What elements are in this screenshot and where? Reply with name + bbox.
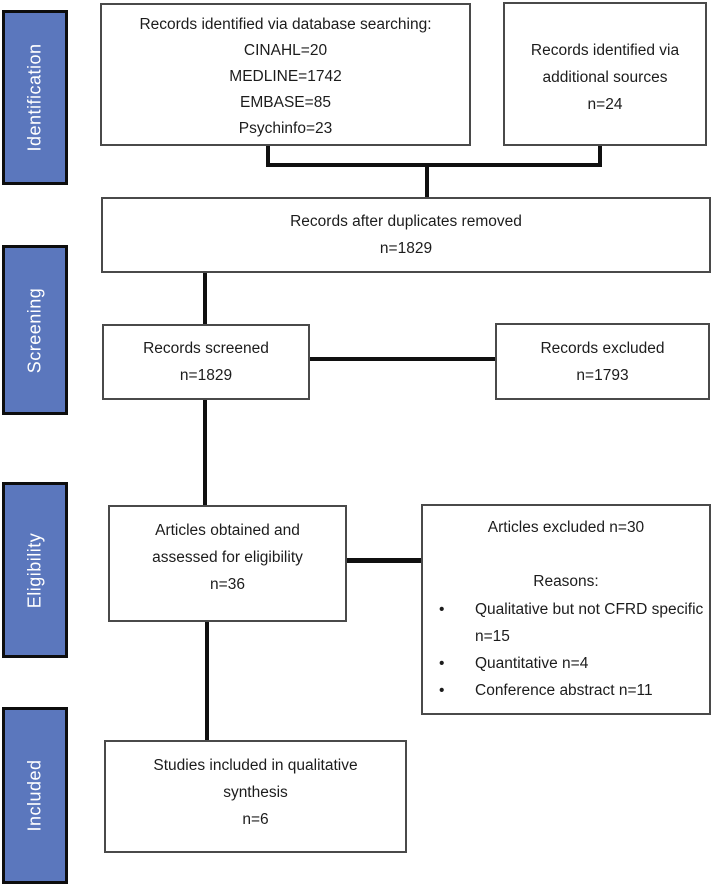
text-line: n=36: [210, 576, 245, 593]
stage-identification-label: Identification: [24, 43, 45, 152]
connector-screened-excluded: [310, 357, 495, 361]
reasons-heading: Reasons:: [533, 573, 599, 590]
text-line: n=1793: [576, 367, 629, 384]
connector-db-stub: [266, 146, 270, 167]
connector-merge-down: [425, 166, 429, 197]
text-line: n=6: [242, 811, 269, 828]
reasons-list: • Qualitative but not CFRD specific n=15…: [423, 596, 709, 704]
connector-merge-horizontal: [266, 163, 602, 167]
box-records-excluded: Records excluded n=1793: [495, 323, 710, 400]
stage-included: Included: [2, 707, 68, 884]
text-line: synthesis: [223, 784, 288, 801]
reason-text: Quantitative n=4: [475, 655, 589, 672]
spacer: [423, 541, 709, 568]
text-line: MEDLINE=1742: [229, 68, 342, 85]
text-line: Records screened: [143, 340, 269, 357]
reason-item: • Qualitative but not CFRD specific n=15: [423, 596, 709, 650]
text-line: Records excluded: [540, 340, 665, 357]
articles-excluded-title: Articles excluded n=30: [487, 519, 645, 536]
connector-eligibility-excluded: [347, 558, 421, 563]
reason-item: • Conference abstract n=11: [423, 677, 709, 704]
box-eligibility-assessed: Articles obtained and assessed for eligi…: [108, 505, 347, 622]
text-line: EMBASE=85: [240, 94, 331, 111]
stage-screening: Screening: [2, 245, 68, 415]
box-after-duplicates: Records after duplicates removed n=1829: [101, 197, 711, 273]
text-line: Articles obtained and: [155, 522, 300, 539]
text-line: Records identified via database searchin…: [139, 16, 432, 33]
text-line: CINAHL=20: [243, 42, 328, 59]
text-line: Records after duplicates removed: [290, 213, 522, 230]
reason-text: Qualitative but not CFRD specific n=15: [475, 601, 704, 645]
text-line: additional sources: [542, 69, 668, 86]
text-line: n=24: [587, 96, 623, 113]
text-line: Records identified via: [530, 42, 680, 59]
bullet-icon: •: [439, 655, 445, 672]
stage-eligibility-label: Eligibility: [24, 532, 45, 608]
bullet-icon: •: [439, 682, 445, 699]
connector-duplicates-screened: [203, 273, 207, 324]
stage-eligibility: Eligibility: [2, 482, 68, 658]
connector-screened-eligibility: [203, 400, 207, 505]
text-line: n=1829: [379, 240, 433, 257]
stage-screening-label: Screening: [24, 287, 45, 373]
box-records-screened: Records screened n=1829: [102, 324, 310, 400]
box-articles-excluded: Articles excluded n=30 Reasons: • Qualit…: [421, 504, 711, 715]
reason-item: • Quantitative n=4: [423, 650, 709, 677]
stage-included-label: Included: [24, 759, 45, 832]
text-line: n=1829: [179, 367, 233, 384]
box-records-identified-db: Records identified via database searchin…: [100, 3, 471, 146]
stage-identification: Identification: [2, 10, 68, 185]
connector-eligibility-included: [205, 622, 209, 740]
bullet-icon: •: [439, 601, 445, 618]
text-line: Studies included in qualitative: [153, 757, 358, 774]
reason-text: Conference abstract n=11: [475, 682, 653, 699]
connector-additional-stub: [598, 146, 602, 167]
text-line: Psychinfo=23: [238, 120, 333, 137]
box-included-studies: Studies included in qualitative synthesi…: [104, 740, 407, 853]
box-records-identified-additional: Records identified via additional source…: [503, 2, 707, 146]
text-line: assessed for eligibility: [152, 549, 303, 566]
